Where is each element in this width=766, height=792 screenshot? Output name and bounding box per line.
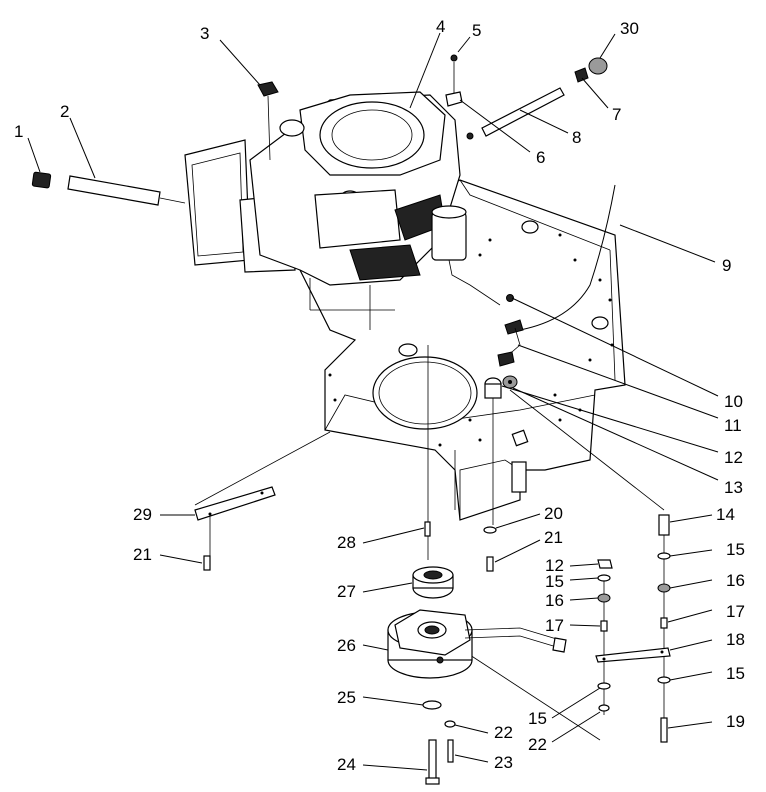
hose-clamp-part-1 xyxy=(31,171,52,189)
callout-29: 29 xyxy=(133,505,152,524)
callout-21-right: 21 xyxy=(544,528,563,547)
callout-15-right: 15 xyxy=(726,540,745,559)
callout-16-right: 16 xyxy=(726,571,745,590)
fuel-filter xyxy=(431,211,467,261)
washer-part-22-left xyxy=(444,720,456,728)
bracket-part-29 xyxy=(194,486,276,521)
callout-15-stack: 15 xyxy=(545,572,564,591)
washer-part-20 xyxy=(483,526,497,534)
upper-small-parts xyxy=(257,54,608,161)
callout-10: 10 xyxy=(724,392,743,411)
callout-11: 11 xyxy=(724,416,742,435)
callout-16-stack: 16 xyxy=(545,591,564,610)
callout-3: 3 xyxy=(200,24,209,43)
callout-9: 9 xyxy=(722,256,731,275)
callout-labels: 1 2 3 4 5 30 7 8 6 9 10 11 12 13 14 29 2… xyxy=(14,17,745,774)
callout-26: 26 xyxy=(337,636,356,655)
callout-22-right: 22 xyxy=(528,735,547,754)
callout-19: 19 xyxy=(726,712,745,731)
callout-20: 20 xyxy=(544,504,563,523)
callout-14: 14 xyxy=(716,505,735,524)
frame-pto-opening xyxy=(372,356,478,430)
idler-arm-part-18 xyxy=(595,647,671,663)
hose-part-2 xyxy=(67,175,161,206)
callout-17-stack: 17 xyxy=(545,616,564,635)
electrical-parts xyxy=(484,294,524,399)
fuel-line xyxy=(31,171,186,206)
leader-lines xyxy=(27,32,719,771)
callout-27: 27 xyxy=(337,582,356,601)
callout-18: 18 xyxy=(726,630,745,649)
callout-24: 24 xyxy=(337,755,356,774)
pto-clutch-part-26 xyxy=(387,609,567,679)
clamp-part-7 xyxy=(574,67,589,83)
bolt-part-21-right xyxy=(486,556,494,572)
callout-7: 7 xyxy=(612,105,621,124)
callout-12: 12 xyxy=(724,448,743,467)
fuel-tube-part-8 xyxy=(481,87,565,137)
callout-4: 4 xyxy=(436,17,445,36)
callout-1: 1 xyxy=(14,122,23,141)
key-part-28 xyxy=(424,521,431,537)
callout-23: 23 xyxy=(494,753,513,772)
washer-part-25 xyxy=(422,700,442,710)
screw-part-5 xyxy=(450,54,458,62)
decal-part-3 xyxy=(257,81,279,97)
callout-22-left: 22 xyxy=(494,723,513,742)
callout-12-stack: 12 xyxy=(545,556,564,575)
cap-part-30 xyxy=(588,57,608,75)
callout-2: 2 xyxy=(60,102,69,121)
callout-17-right: 17 xyxy=(726,602,745,621)
right-stack xyxy=(657,514,671,743)
bolt-part-23 xyxy=(447,739,454,763)
callout-15-lower: 15 xyxy=(528,709,547,728)
throttle-cable xyxy=(519,184,616,331)
callout-5: 5 xyxy=(472,21,481,40)
clip-part-6 xyxy=(445,91,463,107)
center-stack xyxy=(597,559,613,712)
callout-15-lower-right: 15 xyxy=(726,664,745,683)
callout-21-left: 21 xyxy=(133,545,152,564)
engine xyxy=(184,91,501,306)
bolt-part-24 xyxy=(428,739,437,783)
callout-6: 6 xyxy=(536,148,545,167)
callout-13: 13 xyxy=(724,478,743,497)
callout-28: 28 xyxy=(337,533,356,552)
pulley-part-27 xyxy=(412,566,454,599)
bolt-part-21-left xyxy=(203,555,211,571)
callout-30: 30 xyxy=(620,19,639,38)
callout-8: 8 xyxy=(572,128,581,147)
callout-25: 25 xyxy=(337,688,356,707)
